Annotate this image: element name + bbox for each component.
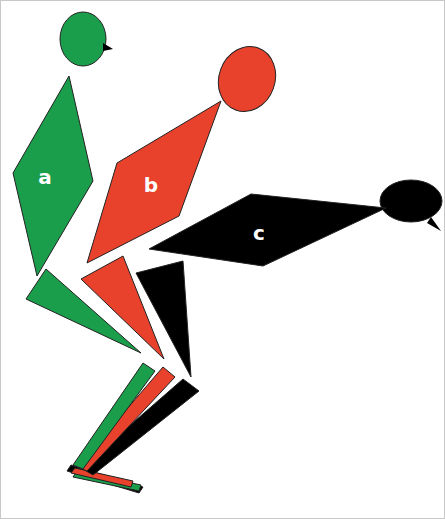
torso-outline <box>13 76 93 276</box>
head <box>60 12 106 66</box>
foot <box>71 468 133 487</box>
head <box>380 180 442 222</box>
torso-shape: c <box>149 194 386 266</box>
torso-outline <box>149 194 386 266</box>
torso <box>149 194 386 266</box>
torso-shape: a <box>13 76 93 276</box>
figure-label: a <box>38 167 52 187</box>
figure-label: c <box>253 223 265 243</box>
head <box>209 38 284 119</box>
nose <box>427 217 441 231</box>
thigh <box>136 261 191 377</box>
figure-label: b <box>144 175 158 195</box>
torso <box>13 76 93 276</box>
lower-leg <box>73 363 155 469</box>
nose <box>103 43 113 51</box>
foot <box>67 465 143 493</box>
